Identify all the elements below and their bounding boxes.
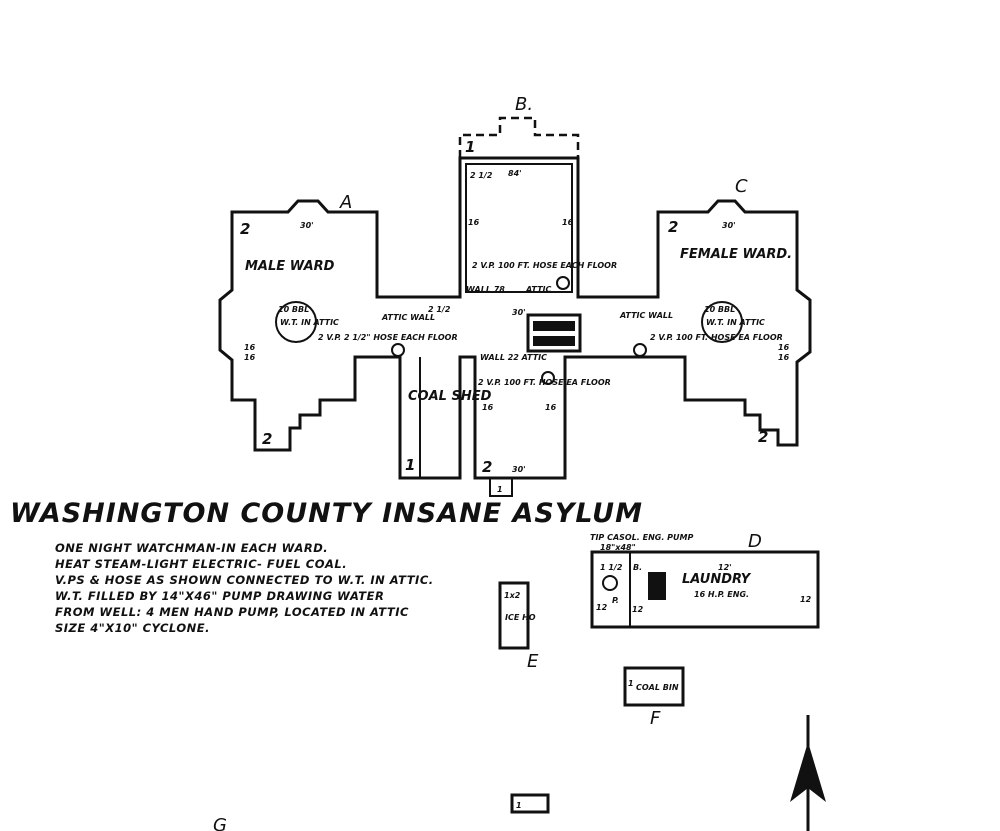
- porch: [489, 477, 513, 497]
- coal-bin-stories: 1: [628, 679, 634, 688]
- laundry-h3: 12: [632, 605, 644, 614]
- standpipe-icon: [541, 371, 555, 385]
- water-tank-icon-c: [701, 301, 743, 343]
- wall2-c: 16: [778, 353, 790, 362]
- stories-south: 2: [482, 458, 492, 476]
- laundry-height: 12': [718, 563, 732, 572]
- label-d: D: [748, 531, 762, 552]
- porch-stories: 1: [497, 485, 503, 494]
- building-b-inner-wall: [465, 163, 573, 293]
- attic-l: ATTIC WALL: [381, 313, 435, 322]
- wall-center: 16: [482, 403, 494, 412]
- label-a: A: [339, 192, 352, 213]
- wall2-a: 16: [244, 353, 256, 362]
- hose-center: 2 V.P. 100 FT. HOSE EA FLOOR: [478, 378, 611, 387]
- laundry-b: B.: [633, 563, 642, 572]
- hose-c: 2 V.P. 100 FT. HOSE EA FLOOR: [650, 333, 783, 342]
- laundry-stories: 1 1/2: [600, 563, 623, 572]
- note-line: FROM WELL: 4 MEN HAND PUMP, LOCATED IN A…: [55, 605, 409, 619]
- label-c: C: [735, 176, 748, 197]
- height-b: 84': [508, 169, 522, 178]
- note-line: ONE NIGHT WATCHMAN-IN EACH WARD.: [55, 541, 328, 555]
- tank-c: W.T. IN ATTIC: [706, 318, 765, 327]
- stories-a: 2: [240, 220, 250, 238]
- wall2-center: 16: [545, 403, 557, 412]
- attic-r: ATTIC WALL: [619, 311, 673, 320]
- pump-note: TIP CASOL. ENG. PUMP: [590, 533, 694, 542]
- stories-b: 2 1/2: [470, 171, 493, 180]
- label-g: G: [213, 815, 227, 831]
- note-line: V.PS & HOSE AS SHOWN CONNECTED TO W.T. I…: [55, 573, 434, 587]
- attic-b: ATTIC: [525, 285, 552, 294]
- map-title: WASHINGTON COUNTY INSANE ASYLUM: [10, 498, 643, 529]
- height-c: 30': [722, 221, 736, 230]
- note-line: W.T. FILLED BY 14"X46" PUMP DRAWING WATE…: [55, 589, 384, 603]
- boiler-icon: [602, 575, 618, 591]
- small-building: [510, 793, 550, 814]
- laundry-label: LAUNDRY: [682, 572, 752, 587]
- wing-c: 2: [758, 428, 768, 446]
- wing-a: 2: [262, 430, 272, 448]
- tank-top-a: 10 BBL: [278, 305, 309, 314]
- north-arrow-icon: [790, 715, 826, 831]
- tank-a: W.T. IN ATTIC: [280, 318, 339, 327]
- standpipe-icon: [633, 343, 647, 357]
- stories-center: 2 1/2: [428, 305, 451, 314]
- coal-bin-label: COAL BIN: [636, 683, 679, 692]
- male-ward-label: MALE WARD: [245, 259, 335, 274]
- label-b: B.: [515, 94, 533, 115]
- hose-a: 2 V.P. 2 1/2" HOSE EACH FLOOR: [318, 333, 458, 342]
- coal-shed-stories: 1: [405, 456, 415, 474]
- ice-size: 1x2: [504, 591, 521, 600]
- height-center: 30': [512, 308, 526, 317]
- stories-c: 2: [668, 218, 678, 236]
- wall2-b: 16: [562, 218, 574, 227]
- laundry-h2: 12: [596, 603, 608, 612]
- coal-bin: [623, 666, 685, 707]
- ext-b: 1: [465, 138, 475, 156]
- ice-name: ICE HO: [505, 613, 536, 622]
- engine-icon: [648, 572, 666, 600]
- wall-b: 16: [468, 218, 480, 227]
- standpipe-icon: [556, 276, 570, 290]
- laundry: [590, 550, 820, 629]
- coal-shed-label: COAL SHED: [408, 389, 492, 404]
- note-line: HEAT STEAM-LIGHT ELECTRIC- FUEL COAL.: [55, 557, 347, 571]
- label-f: F: [650, 708, 661, 729]
- note-line: SIZE 4"X10" CYCLONE.: [55, 621, 210, 635]
- small-stories: 1: [516, 801, 522, 810]
- laundry-h4: 12: [800, 595, 812, 604]
- female-ward-label: FEMALE WARD.: [680, 247, 792, 262]
- standpipe-icon: [391, 343, 405, 357]
- wall-note-center: WALL 22 ATTIC: [480, 353, 547, 362]
- wall-note-b: WALL 78: [466, 285, 505, 294]
- wall-a: 16: [244, 343, 256, 352]
- pump-size: 18"x48": [600, 543, 636, 552]
- tank-top-c: 10 BBL: [704, 305, 735, 314]
- height-south: 30': [512, 465, 526, 474]
- label-e: E: [527, 651, 539, 672]
- ice-house: [498, 581, 530, 650]
- wall-c: 16: [778, 343, 790, 352]
- hose-b: 2 V.P. 100 FT. HOSE EACH FLOOR: [472, 261, 617, 270]
- height-a: 30': [300, 221, 314, 230]
- building-b-dashed-extension: [458, 116, 580, 158]
- water-tank-icon-a: [275, 301, 317, 343]
- laundry-engine: 16 H.P. ENG.: [694, 590, 749, 599]
- laundry-p: P.: [612, 596, 619, 605]
